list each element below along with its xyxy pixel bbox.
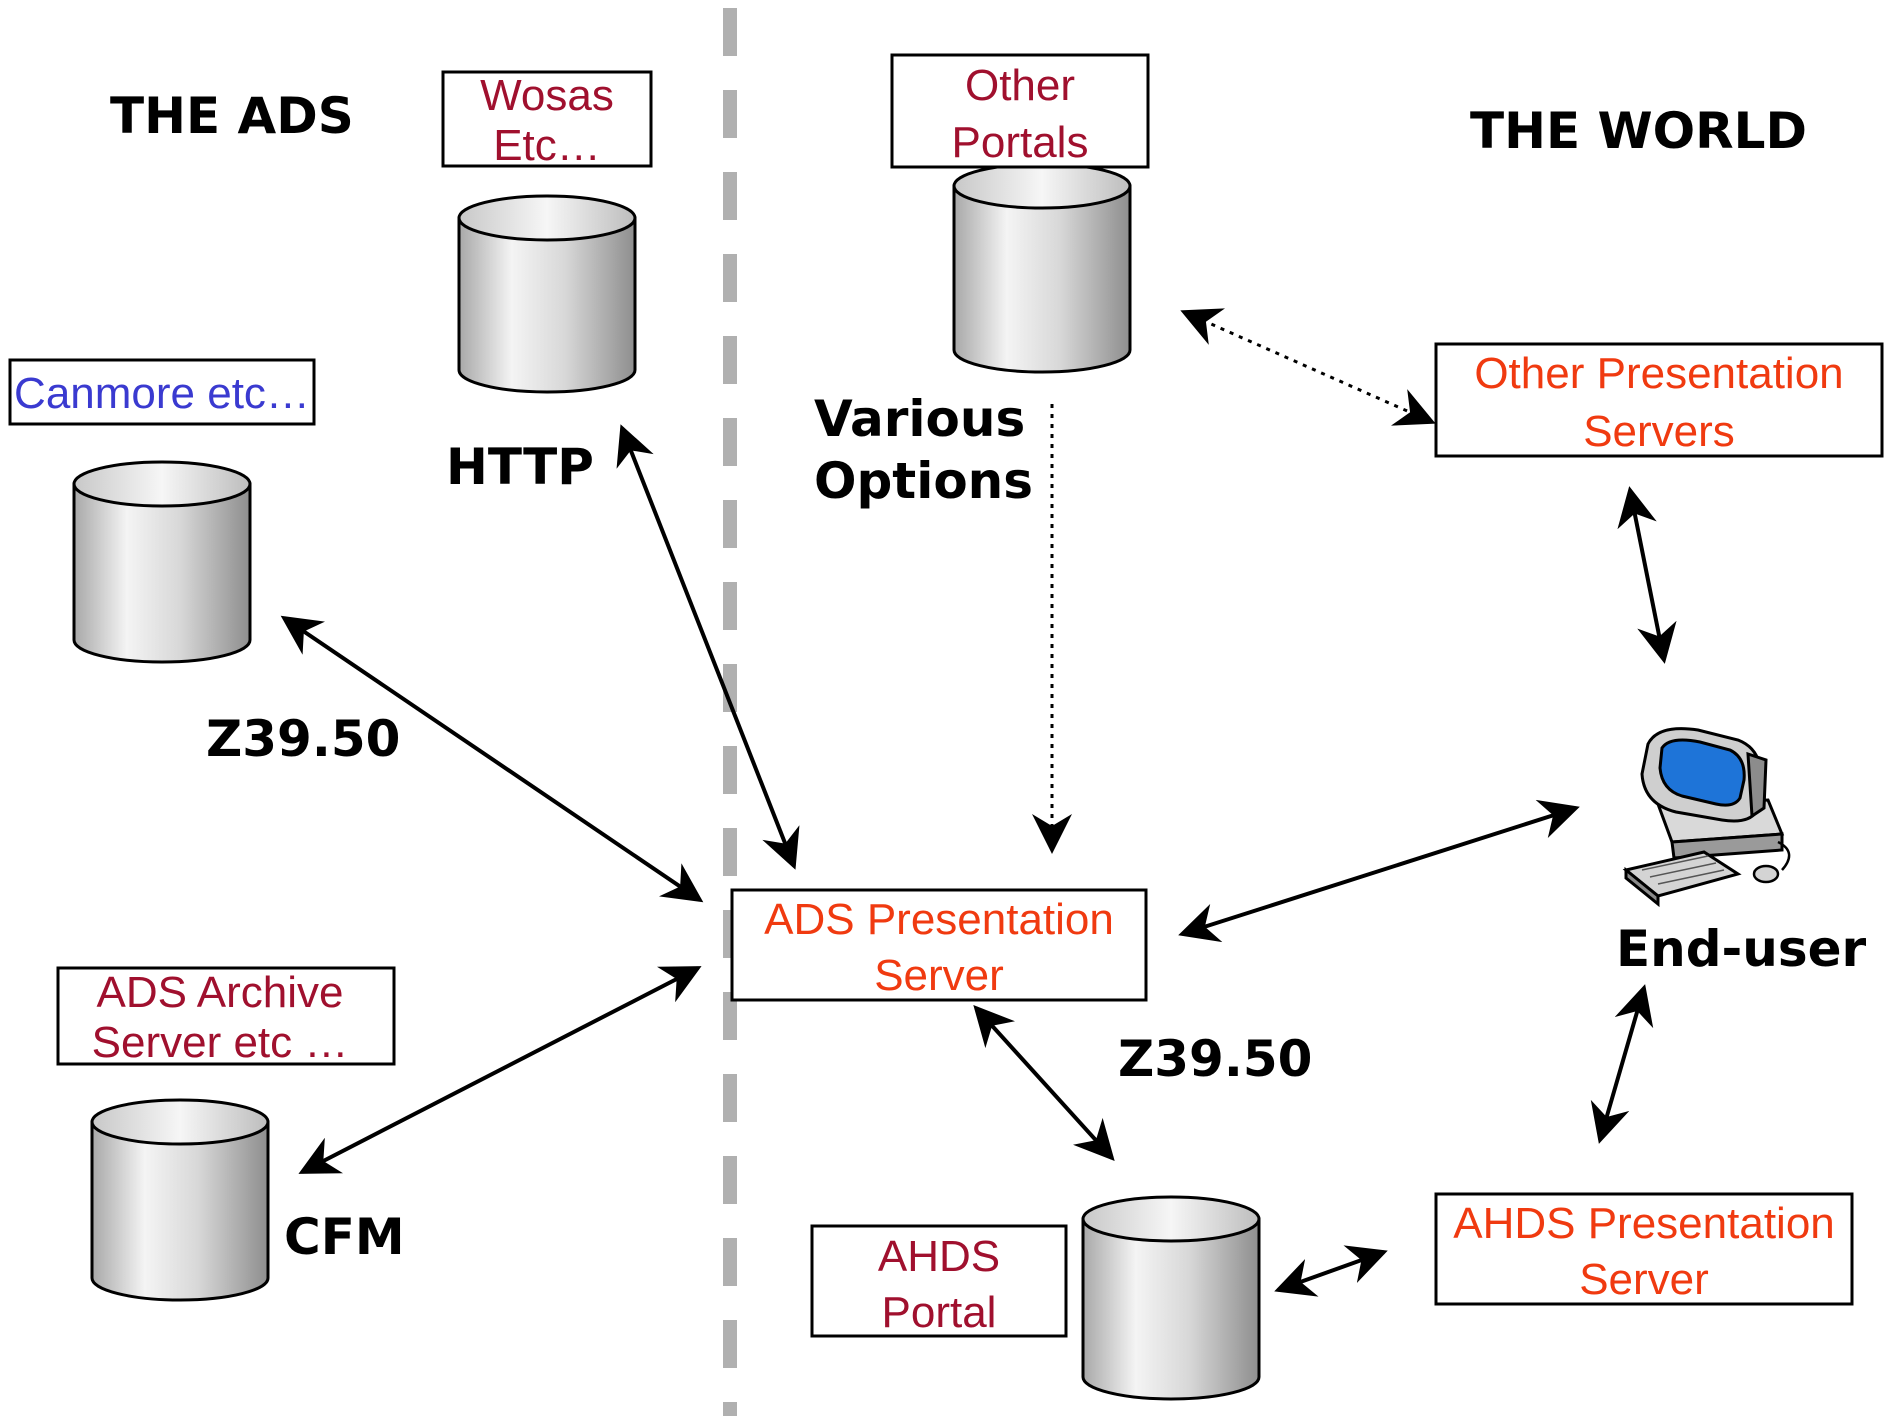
box-other-portals-line2: Portals bbox=[952, 118, 1089, 167]
box-ads-archive-line2: Server etc … bbox=[92, 1018, 349, 1067]
box-ads-presentation-line2: Server bbox=[874, 951, 1004, 1000]
cylinder-wosas bbox=[457, 194, 637, 394]
label-cfm: CFM bbox=[284, 1208, 405, 1266]
box-canmore: Canmore etc… bbox=[8, 358, 316, 426]
arrow-http bbox=[616, 424, 800, 870]
label-various: Various bbox=[814, 390, 1025, 448]
box-ads-presentation-line1: ADS Presentation bbox=[764, 895, 1114, 944]
box-ahds-presentation-line1: AHDS Presentation bbox=[1453, 1199, 1835, 1248]
box-other-presentation-line2: Servers bbox=[1583, 407, 1735, 456]
box-ahds-portal-line2: Portal bbox=[882, 1288, 997, 1337]
box-ahds-portal-line1: AHDS bbox=[878, 1232, 1000, 1281]
cylinder-canmore bbox=[72, 460, 252, 664]
cylinder-other-portals bbox=[952, 162, 1132, 374]
box-ads-presentation-server: ADS Presentation Server bbox=[730, 888, 1148, 1002]
box-other-portals: Other Portals bbox=[890, 53, 1150, 169]
label-options: Options bbox=[814, 452, 1033, 510]
heading-the-ads: THE ADS bbox=[110, 87, 354, 145]
dotted-arrows bbox=[1032, 308, 1436, 854]
arrows bbox=[280, 424, 1677, 1297]
box-wosas-line2: Etc… bbox=[493, 121, 601, 170]
box-other-presentation-servers: Other Presentation Servers bbox=[1434, 342, 1884, 458]
arrow-portals-other-pres bbox=[1180, 308, 1436, 426]
computer-icon bbox=[1622, 727, 1791, 908]
arrow-cfm bbox=[298, 966, 702, 1174]
arrow-ads-end-user bbox=[1178, 799, 1580, 943]
arrow-ahds-portal-pres bbox=[1274, 1245, 1388, 1297]
box-ads-archive-line1: ADS Archive bbox=[97, 968, 344, 1017]
label-http: HTTP bbox=[446, 438, 594, 496]
box-wosas-line1: Wosas bbox=[480, 71, 614, 120]
heading-the-world: THE WORLD bbox=[1470, 102, 1807, 160]
arrow-canmore bbox=[280, 615, 704, 903]
box-other-presentation-line1: Other Presentation bbox=[1474, 349, 1843, 398]
box-wosas: Wosas Etc… bbox=[441, 70, 653, 170]
box-other-portals-line1: Other bbox=[965, 61, 1075, 110]
cylinder-ahds-portal bbox=[1081, 1195, 1261, 1401]
box-ahds-presentation-line2: Server bbox=[1579, 1255, 1709, 1304]
box-ahds-presentation-server: AHDS Presentation Server bbox=[1434, 1192, 1854, 1306]
box-ads-archive: ADS Archive Server etc … bbox=[56, 966, 396, 1067]
label-z3950-bottom: Z39.50 bbox=[1118, 1030, 1312, 1088]
box-canmore-line1: Canmore etc… bbox=[14, 369, 310, 418]
arrow-other-end-user bbox=[1617, 486, 1677, 664]
arrow-ads-ahds bbox=[973, 1005, 1115, 1161]
label-z3950-left: Z39.50 bbox=[206, 710, 400, 768]
box-ahds-portal: AHDS Portal bbox=[810, 1224, 1068, 1338]
cylinder-ads-archive bbox=[90, 1098, 270, 1302]
arrow-end-user-ahds bbox=[1590, 984, 1654, 1144]
label-end-user: End-user bbox=[1616, 920, 1867, 978]
